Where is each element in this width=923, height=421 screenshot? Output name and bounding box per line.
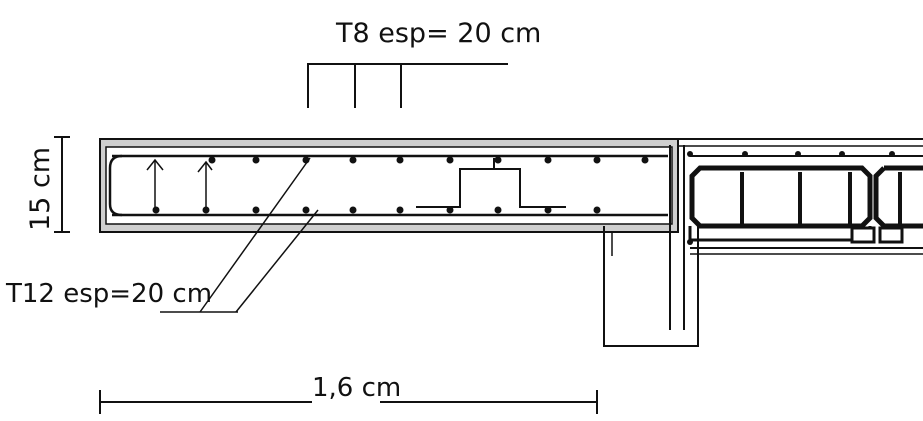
top-bars-callout: T8 esp= 20 cm xyxy=(307,18,541,108)
stirrup-arrow-1 xyxy=(146,158,164,171)
thickness-label: 15 cm xyxy=(25,147,56,231)
top-bar-dots xyxy=(208,156,649,164)
hollow-block-1 xyxy=(689,165,873,229)
top-bars-leader xyxy=(307,63,508,108)
cantilever-slab xyxy=(99,138,679,233)
bottom-bars-leader-2 xyxy=(235,209,319,313)
stirrup-arrow-2 xyxy=(197,160,213,173)
bottom-bars-label: T12 esp=20 cm xyxy=(5,279,212,309)
thickness-dimension: 15 cm xyxy=(25,136,70,233)
length-label: 1,6 cm xyxy=(312,373,401,403)
hollow-block-2 xyxy=(873,165,923,229)
support-beam xyxy=(603,145,699,347)
hollow-block-floor xyxy=(678,138,923,255)
bent-bar xyxy=(416,168,566,208)
bottom-bar-dots xyxy=(152,206,601,214)
rebar-hook xyxy=(108,154,123,217)
bottom-bars-callout: T12 esp=20 cm xyxy=(5,157,319,313)
bottom-bars-leader-1 xyxy=(199,157,311,313)
length-dimension: 1,6 cm xyxy=(99,373,598,414)
beam-outline xyxy=(603,226,699,347)
top-bars-label: T8 esp= 20 cm xyxy=(335,18,541,49)
slab-core xyxy=(105,146,673,225)
